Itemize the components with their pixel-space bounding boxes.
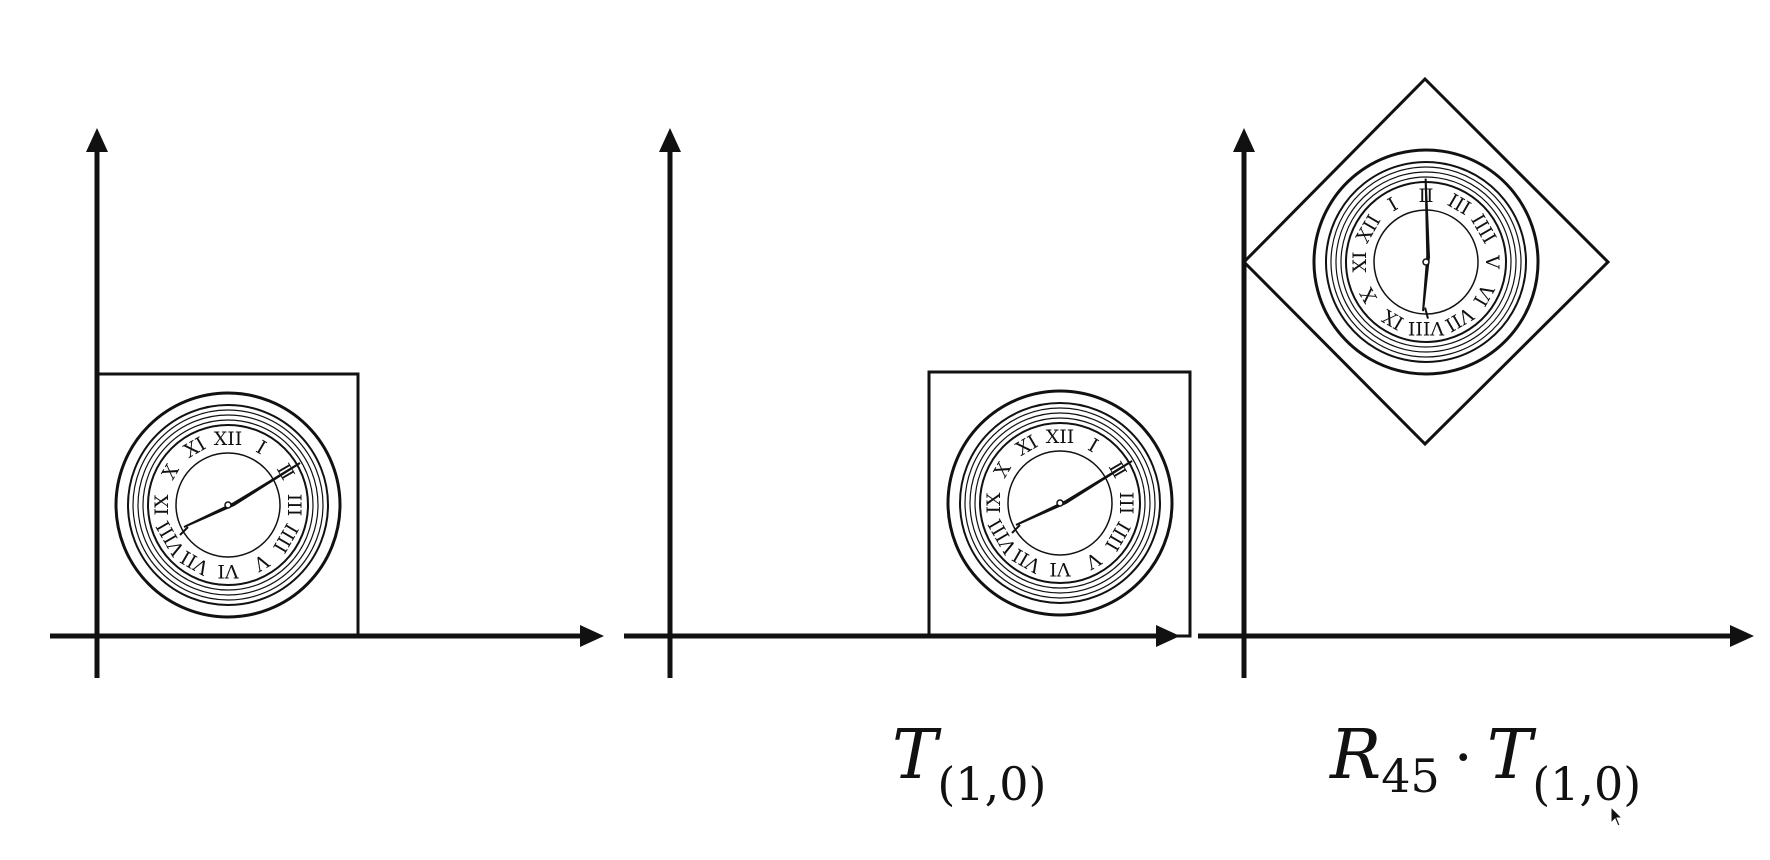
rotation-subscript: 45	[1381, 749, 1440, 803]
composition-operator: ·	[1453, 723, 1473, 793]
translation-symbol: T	[1486, 716, 1533, 795]
clock-box-rotated	[1241, 76, 1611, 447]
translation-subscript: (1,0)	[937, 757, 1047, 811]
y-axis-arrowhead	[1233, 128, 1255, 152]
y-axis-arrowhead	[659, 128, 681, 152]
clock-icon	[1271, 107, 1581, 417]
translation-symbol: T	[892, 716, 938, 795]
y-axis-arrowhead	[86, 128, 108, 152]
rotation-symbol: R	[1330, 716, 1382, 795]
formula-translation: T(1,0)	[892, 722, 1046, 808]
panel-original	[50, 128, 604, 678]
panel-translated	[624, 128, 1192, 678]
clock-icon	[114, 391, 342, 619]
formula-composite: R45·T(1,0)	[1330, 722, 1641, 808]
clock-icon	[946, 389, 1174, 617]
translation-subscript: (1,0)	[1532, 757, 1642, 811]
x-axis-arrowhead	[580, 625, 604, 647]
mouse-cursor-icon	[1610, 806, 1624, 827]
clock-box	[927, 370, 1192, 638]
clock-box	[95, 372, 360, 638]
x-axis-arrowhead	[1730, 625, 1754, 647]
panel-rotated-translated	[1198, 76, 1754, 678]
